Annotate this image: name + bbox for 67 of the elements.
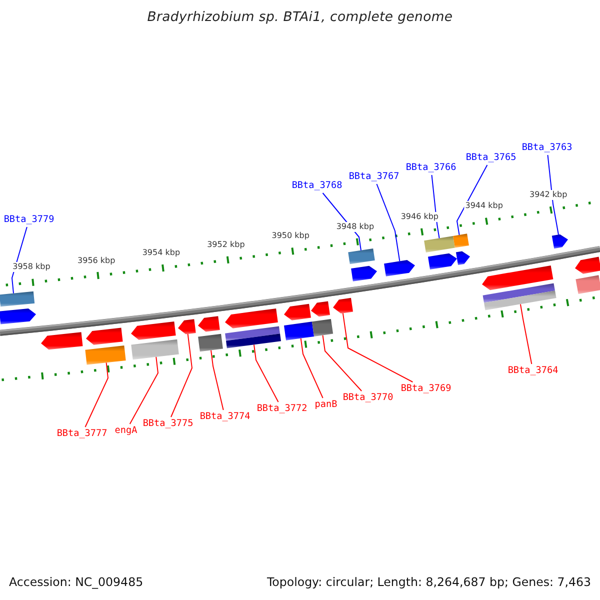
gene-feature	[575, 256, 600, 274]
gene-label: BBta_3768	[292, 180, 342, 192]
gene-label: engA	[114, 425, 138, 437]
leader-line	[210, 350, 224, 410]
leader-line	[322, 334, 362, 392]
gene-feature	[41, 332, 83, 350]
gene-feature	[131, 322, 176, 340]
gene-label: BBta_3772	[256, 403, 308, 415]
tick-label: 3942 kbp	[528, 190, 568, 200]
gene-feature	[86, 328, 123, 345]
gene-label: BBta_3763	[522, 142, 572, 154]
tick-label: 3944 kbp	[464, 201, 504, 212]
leader-line	[547, 154, 559, 236]
gene-block	[312, 318, 334, 337]
gene-feature	[333, 298, 354, 314]
gene-feature	[552, 234, 568, 249]
tick-label: 3946 kbp	[400, 212, 440, 222]
accession-text: Accession: NC_009485	[9, 575, 144, 589]
gene-label: BBta_3774	[200, 411, 250, 423]
gene-block	[453, 234, 469, 248]
gene-feature	[384, 260, 415, 276]
gene-feature	[482, 265, 554, 290]
genome-stats-text: Topology: circular; Length: 8,264,687 bp; Genes: 7,463	[266, 575, 591, 589]
gene-label: BBta_3779	[4, 214, 54, 226]
leader-line	[300, 338, 324, 398]
leader-line	[376, 184, 400, 262]
gene-block	[482, 283, 556, 310]
gene-feature	[311, 301, 330, 317]
gene-block	[0, 291, 35, 307]
gene-label: BBta_3769	[400, 383, 452, 395]
gene-feature	[198, 316, 220, 332]
tick-label: 3954 kbp	[141, 248, 182, 258]
leader-line	[84, 362, 108, 428]
gene-label: panB	[314, 399, 338, 411]
tick-label: 3958 kbp	[12, 262, 52, 272]
gene-block	[576, 275, 600, 294]
gene-block	[225, 326, 281, 348]
gene-label: BBta_3764	[508, 365, 558, 377]
leader-line	[456, 164, 488, 236]
gene-label: BBta_3777	[56, 428, 108, 440]
leader-line	[170, 334, 192, 418]
gene-feature	[351, 266, 377, 282]
gene-block	[131, 339, 179, 360]
gene-block	[198, 334, 223, 352]
gene-feature	[178, 319, 196, 334]
leader-line	[253, 344, 279, 402]
gene-label: BBta_3770	[342, 392, 394, 404]
tick-label: 3956 kbp	[76, 256, 116, 266]
gene-feature	[284, 304, 311, 320]
gene-block	[284, 322, 314, 340]
gene-feature	[0, 308, 36, 324]
leader-line	[129, 356, 158, 424]
gene-block	[85, 346, 126, 365]
gene-label: BBta_3765	[466, 152, 516, 164]
gene-feature	[456, 251, 470, 266]
leader-line	[431, 174, 440, 239]
tick-label: 3952 kbp	[206, 240, 246, 250]
leader-line	[342, 312, 414, 382]
gene-label: BBta_3775	[142, 418, 194, 430]
tick-label: 3948 kbp	[335, 222, 376, 232]
gene-feature	[225, 308, 278, 328]
gene-label: BBta_3766	[406, 162, 456, 174]
gene-block	[348, 248, 375, 264]
tick-label: 3950 kbp	[270, 231, 310, 242]
leader-line	[520, 304, 532, 364]
title: Bradyrhizobium sp. BTAi1, complete genome	[147, 10, 453, 26]
gene-label: BBta_3767	[348, 171, 400, 183]
